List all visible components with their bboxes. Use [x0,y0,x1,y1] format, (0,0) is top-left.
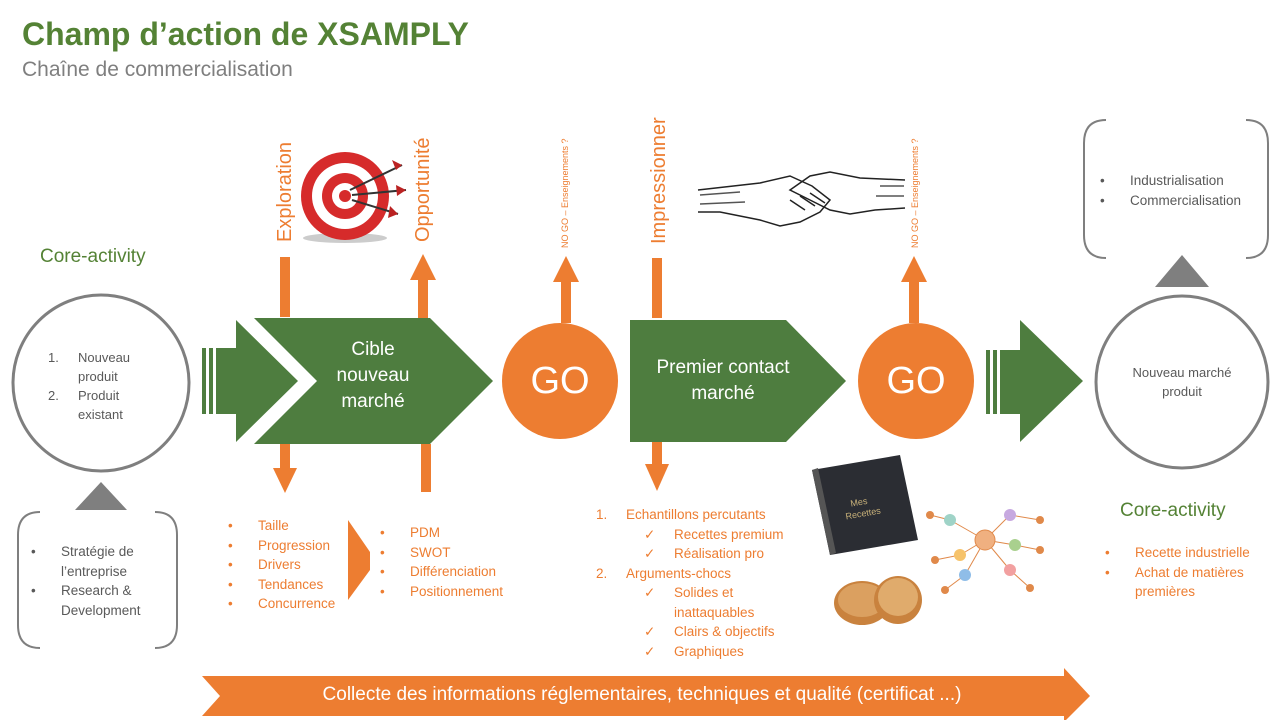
go-circle-1 [502,323,618,439]
list-item: Solides et inattaquables [596,583,806,622]
go-label-1: GO [530,360,590,402]
opportunite-list: PDM SWOT Différenciation Positionnement [380,523,520,601]
list-item: Drivers [228,555,348,575]
right-circle-label: Nouveau marché produit [1132,365,1232,399]
label-impressionner: Impressionner [648,117,670,244]
page-title: Champ d’action de XSAMPLY [22,16,469,52]
contact-list: 1.Echantillons percutants Recettes premi… [596,505,806,661]
list-item: Tendances [228,575,348,595]
biscuits-icon [834,576,922,625]
list-item: Graphiques [596,642,806,662]
stage2-label: Premier contact marché [656,357,790,404]
list-item: Réalisation pro [596,544,806,564]
core-activity-right: Core-activity [1120,500,1226,521]
stage1-chevron [254,318,493,444]
right-orange-list: Recette industrielle Achat de matières p… [1105,543,1265,602]
list-item: Concurrence [228,594,348,614]
list-item: Stratégie de l’entreprise [31,542,161,581]
go-label-2: GO [886,360,946,402]
label-nogo-1: NO GO – Enseignements ? [560,138,570,248]
left-triangle [75,482,127,510]
list-heading: Arguments-chocs [626,565,732,581]
list-item: Commercialisation [1100,191,1260,211]
left-circle [11,293,191,473]
right-box-list: Industrialisation Commercialisation [1100,171,1260,210]
list-item: Research & Development [31,581,161,620]
stage2-arrow [630,320,846,442]
exploration-list: Taille Progression Drivers Tendances Con… [228,516,348,614]
left-box-list: Stratégie de l’entreprise Research & Dev… [31,542,161,620]
list-item: Progression [228,536,348,556]
list-item: SWOT [380,543,520,563]
recipe-book-icon: Mes Recettes [812,455,918,555]
network-icon [929,514,1041,591]
target-icon [301,152,407,243]
list-item: Différenciation [380,562,520,582]
left-circle-content: 1.Nouveau produit 2.Produit existant [48,350,131,422]
list-item: Taille [228,516,348,536]
list-item: Industrialisation [1100,171,1260,191]
list-item: Positionnement [380,582,520,602]
list-item: Clairs & objectifs [596,622,806,642]
list-heading: Echantillons percutants [626,507,766,522]
core-activity-left: Core-activity [40,246,146,267]
right-triangle [1155,255,1209,287]
page-subtitle: Chaîne de commercialisation [22,58,293,81]
list-item: Recette industrielle [1105,543,1265,563]
list-item: Achat de matières premières [1105,563,1265,602]
label-nogo-2: NO GO – Enseignements ? [910,138,920,248]
go-circle-2 [858,323,974,439]
list-item: PDM [380,523,520,543]
stage1-label: Cible nouveau marché [336,339,410,412]
label-exploration: Exploration [274,141,296,242]
bottom-arrow [202,668,1090,720]
network-nodes [926,509,1044,594]
label-opportunite: Opportunité [412,137,434,242]
svg-text:Mes: Mes [850,496,869,509]
list-item: Recettes premium [596,525,806,545]
handshake-icon [697,171,906,227]
bottom-arrow-label: Collecte des informations réglementaires… [322,684,962,705]
right-circle [1094,294,1270,470]
